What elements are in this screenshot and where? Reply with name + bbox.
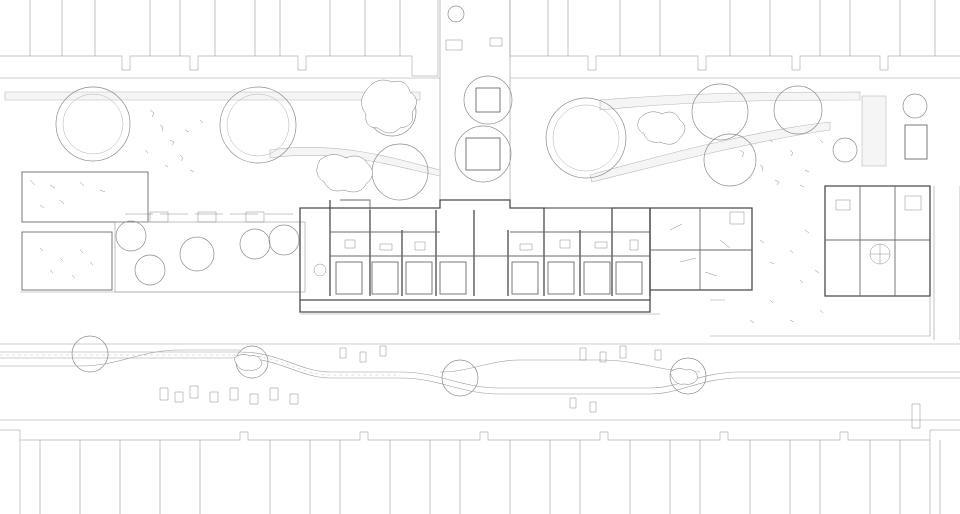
parked-vehicles [159, 345, 921, 429]
scattered-shrubs [144, 109, 824, 188]
north-lot-boundaries [0, 0, 960, 200]
east-wing-plan [650, 185, 960, 340]
main-building-plan [299, 199, 660, 315]
courtyard-garden [4, 75, 928, 201]
west-playground [20, 171, 306, 293]
south-lot-boundaries [0, 429, 960, 514]
street [0, 335, 960, 429]
